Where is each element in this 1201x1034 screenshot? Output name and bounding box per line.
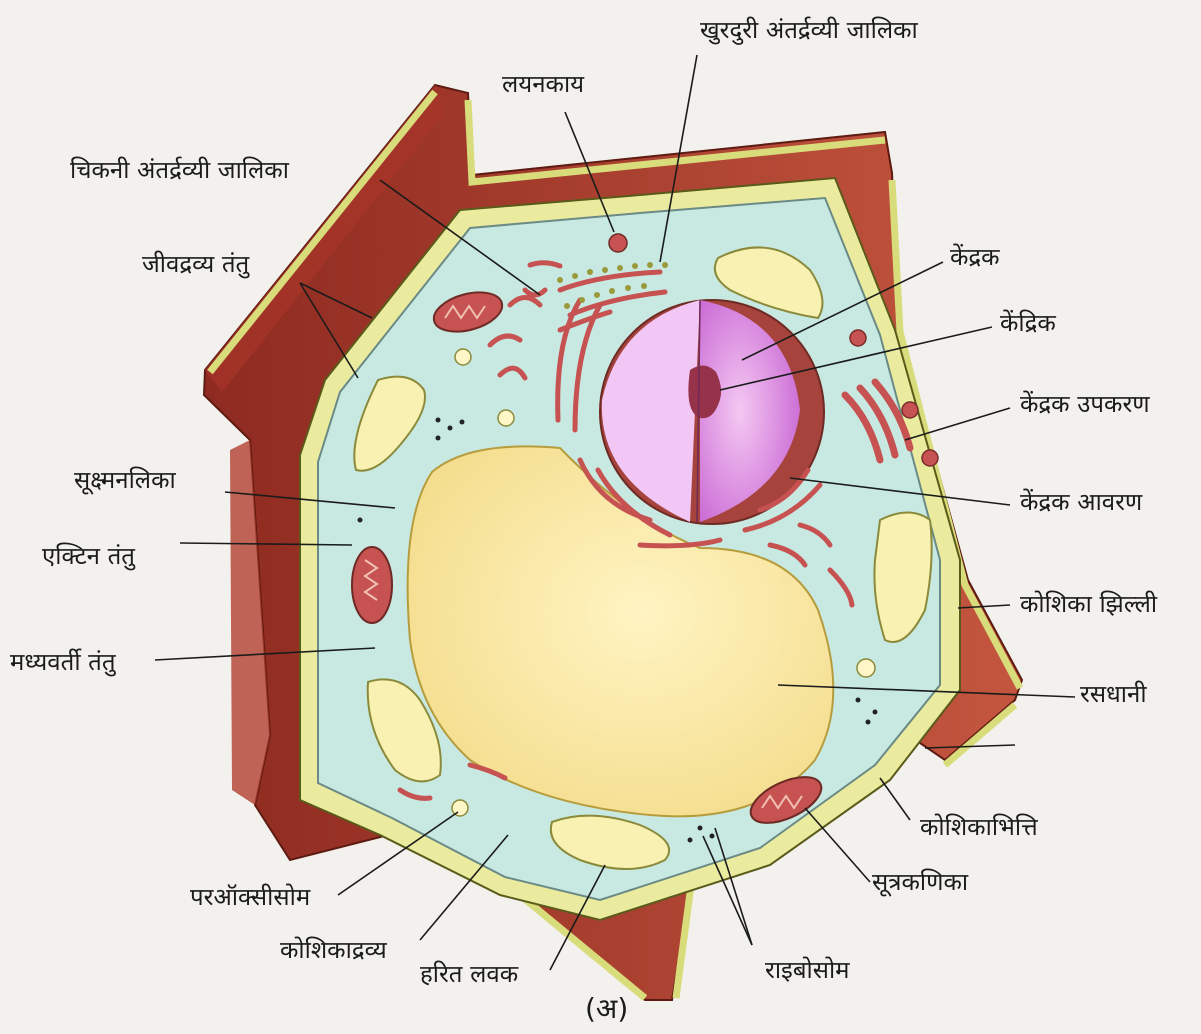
label-nuclear-envelope: केंद्रक आवरण: [1020, 490, 1142, 514]
label-mitochondrion: सूत्रकणिका: [872, 870, 968, 894]
label-chloroplast: हरित लवक: [420, 962, 518, 986]
label-vacuole: रसधानी: [1080, 682, 1147, 706]
label-golgi: केंद्रक उपकरण: [1020, 392, 1150, 416]
label-cell-wall: कोशिकाभित्ति: [920, 815, 1038, 839]
label-nucleus: केंद्रक: [950, 245, 1000, 269]
label-lysosome: लयनकाय: [502, 72, 584, 96]
label-nucleolus: केंद्रिक: [1000, 311, 1056, 335]
label-peroxisome: परऑक्सीसोम: [190, 885, 310, 909]
figure-caption: (अ): [585, 995, 628, 1023]
label-ribosome: राइबोसोम: [765, 958, 850, 982]
label-intermediate-filament: मध्यवर्ती तंतु: [10, 650, 116, 674]
label-cytoplasm: कोशिकाद्रव्य: [280, 938, 387, 962]
label-rough-er: खुरदुरी अंतर्द्रव्यी जालिका: [700, 18, 918, 42]
label-microtubule: सूक्ष्मनलिका: [74, 468, 176, 492]
label-cell-membrane: कोशिका झिल्ली: [1020, 592, 1157, 616]
label-smooth-er: चिकनी अंतर्द्रव्यी जालिका: [70, 158, 289, 182]
label-cytoskeleton-fibres: जीवद्रव्य तंतु: [142, 252, 249, 276]
label-actin-filament: एक्टिन तंतु: [42, 544, 135, 568]
